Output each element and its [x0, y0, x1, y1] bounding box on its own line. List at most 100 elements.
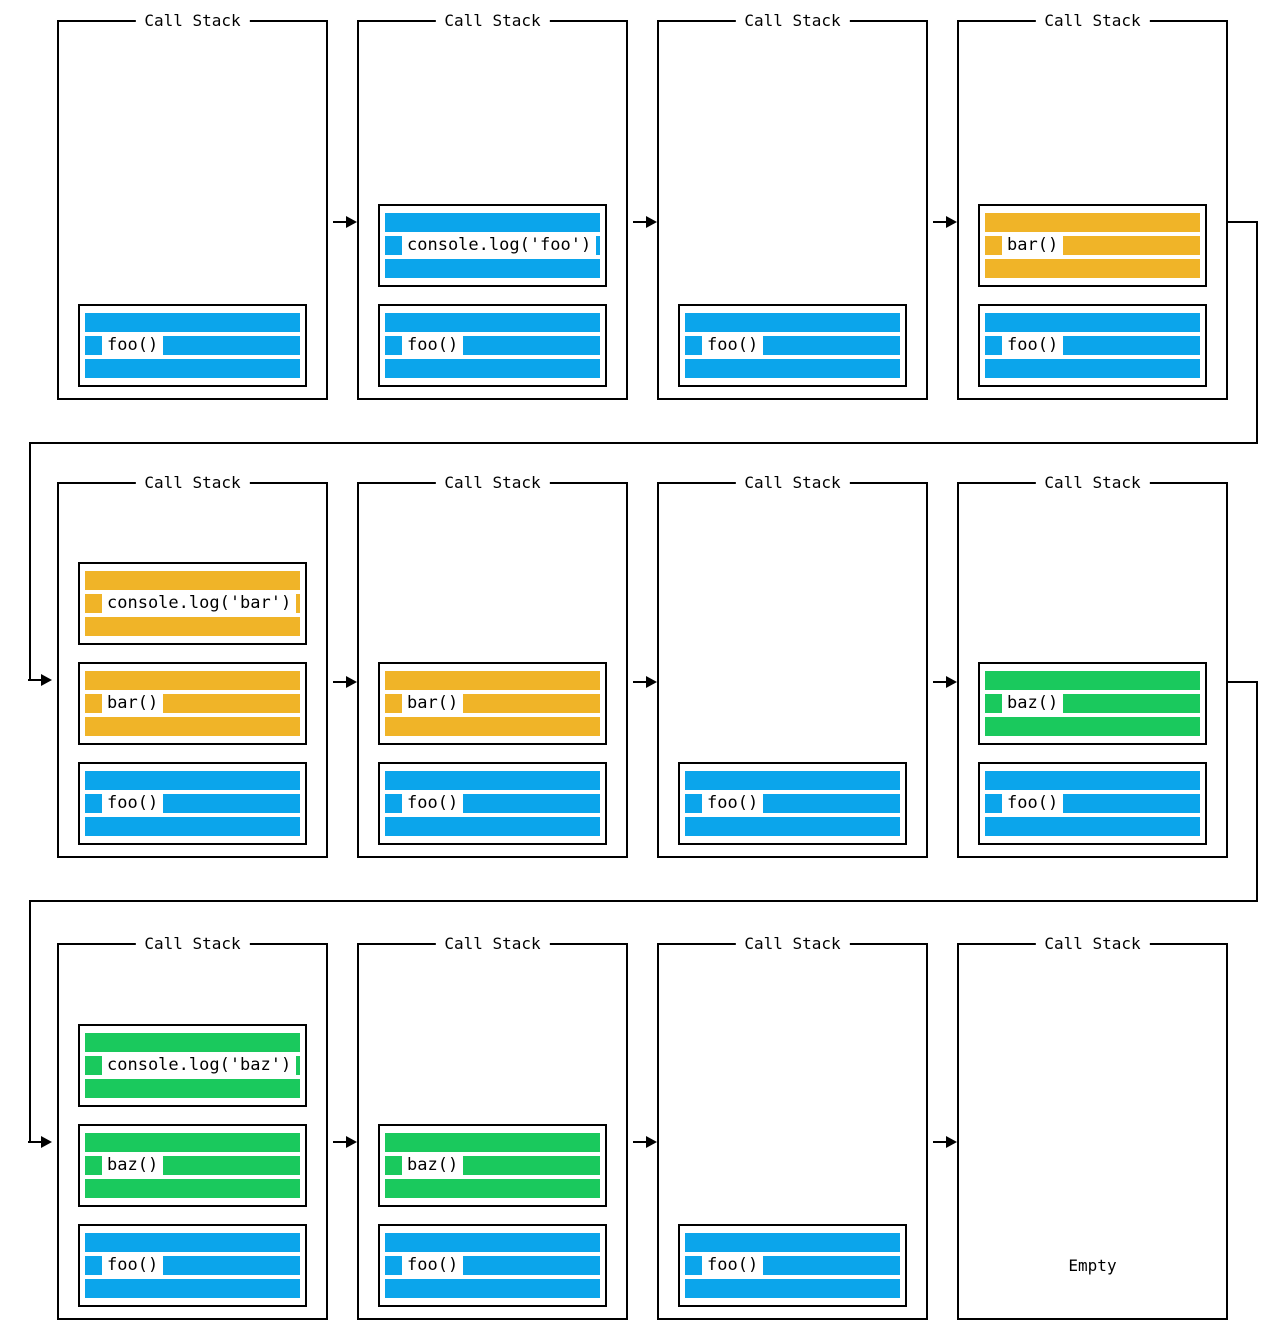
frame-chip [85, 594, 102, 613]
flow-arrowhead-icon [346, 1136, 357, 1148]
frame-bar-top [85, 1033, 300, 1052]
frame-label: foo() [1004, 336, 1062, 355]
frame-bar-top [85, 571, 300, 590]
frame-bar-middle: bar() [385, 694, 600, 713]
stack-frame: foo() [678, 762, 907, 845]
flow-arrow-line [933, 1141, 946, 1143]
frame-chip [85, 1256, 102, 1275]
stack-frame: bar() [378, 662, 607, 745]
frame-chip [385, 1256, 402, 1275]
frame-fill [463, 794, 600, 813]
frame-fill [463, 694, 600, 713]
frame-fill [163, 336, 300, 355]
frame-bar-bottom [985, 817, 1200, 836]
frame-bar-bottom [385, 817, 600, 836]
frame-bar-bottom [85, 1279, 300, 1298]
frame-bar-middle: console.log('baz') [85, 1056, 300, 1075]
wrap-connector-segment [29, 442, 1258, 444]
frame-bar-middle: baz() [985, 694, 1200, 713]
frame-label: console.log('baz') [104, 1056, 295, 1075]
frame-bar-middle: foo() [385, 794, 600, 813]
call-stack-panel: Call Stack foo() console.log('foo') [357, 11, 628, 400]
frame-bar-bottom [985, 259, 1200, 278]
frame-label: bar() [404, 694, 462, 713]
wrap-connector-segment [29, 900, 1258, 902]
frame-bar-top [385, 213, 600, 232]
panel-title: Call Stack [435, 11, 550, 31]
frame-bar-middle: foo() [85, 1256, 300, 1275]
wrap-connector-segment [29, 442, 31, 681]
flow-arrowhead-icon [41, 674, 52, 686]
wrap-connector-segment [1228, 681, 1258, 683]
flow-arrow-line [633, 221, 646, 223]
frame-bar-top [85, 1133, 300, 1152]
stack-frame: foo() [78, 762, 307, 845]
stack-frame: foo() [378, 1224, 607, 1307]
frame-chip [385, 336, 402, 355]
frame-bar-middle: bar() [985, 236, 1200, 255]
frame-bar-top [385, 1133, 600, 1152]
frame-bar-bottom [85, 717, 300, 736]
frame-label: foo() [404, 336, 462, 355]
frame-chip [85, 694, 102, 713]
frame-chip [985, 336, 1002, 355]
frame-fill [1063, 336, 1200, 355]
flow-arrow-line [333, 221, 346, 223]
wrap-connector-segment [1228, 221, 1258, 223]
frame-bar-top [985, 213, 1200, 232]
frame-bar-bottom [385, 1179, 600, 1198]
frame-bar-bottom [985, 359, 1200, 378]
frame-bar-top [985, 313, 1200, 332]
frame-bar-bottom [385, 1279, 600, 1298]
frame-bar-top [985, 671, 1200, 690]
frame-fill [1063, 794, 1200, 813]
flow-arrow-line [333, 681, 346, 683]
frame-bar-bottom [385, 359, 600, 378]
frame-chip [385, 236, 402, 255]
frame-fill [163, 1256, 300, 1275]
flow-arrowhead-icon [346, 676, 357, 688]
frame-bar-bottom [385, 259, 600, 278]
stack-frame: console.log('baz') [78, 1024, 307, 1107]
frame-label: bar() [104, 694, 162, 713]
panel-title: Call Stack [735, 11, 850, 31]
frame-fill [463, 336, 600, 355]
frame-label: foo() [104, 336, 162, 355]
empty-state-label: Empty [1068, 1256, 1117, 1275]
frame-bar-bottom [85, 1179, 300, 1198]
stack-frame: foo() [378, 304, 607, 387]
frame-label: foo() [1004, 794, 1062, 813]
stack-frame: console.log('foo') [378, 204, 607, 287]
frame-fill [296, 594, 300, 613]
frame-bar-bottom [685, 359, 900, 378]
frame-bar-top [85, 771, 300, 790]
frame-bar-bottom [985, 717, 1200, 736]
frame-bar-top [85, 1233, 300, 1252]
frame-chip [985, 694, 1002, 713]
frame-bar-middle: foo() [985, 336, 1200, 355]
frame-label: console.log('foo') [404, 236, 595, 255]
frame-fill [1063, 694, 1200, 713]
frame-bar-top [685, 771, 900, 790]
stack-frame: baz() [378, 1124, 607, 1207]
frame-fill [1063, 236, 1200, 255]
frame-fill [763, 794, 900, 813]
panel-title: Call Stack [1035, 11, 1150, 31]
frame-label: foo() [704, 794, 762, 813]
frame-chip [385, 694, 402, 713]
frame-chip [85, 794, 102, 813]
frame-label: baz() [1004, 694, 1062, 713]
frame-bar-top [385, 313, 600, 332]
frame-fill [763, 336, 900, 355]
flow-arrowhead-icon [946, 676, 957, 688]
stack-frame: foo() [978, 762, 1207, 845]
frame-bar-bottom [85, 359, 300, 378]
wrap-connector-segment [1256, 681, 1258, 902]
frame-chip [985, 236, 1002, 255]
